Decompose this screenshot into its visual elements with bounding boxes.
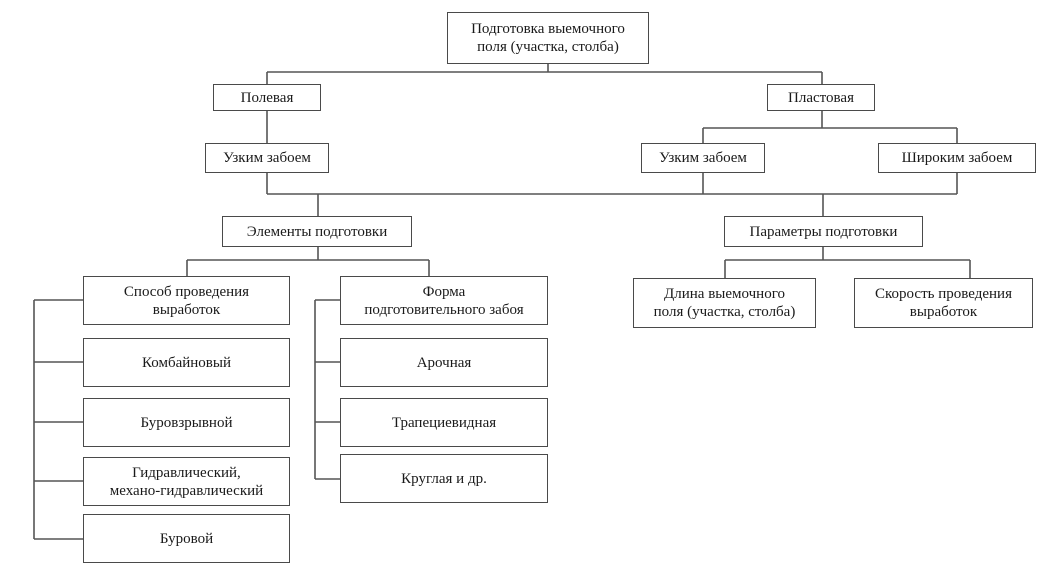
- node-seam-narrow: Узким забоем: [641, 143, 765, 173]
- node-method-drill-blast: Буровзрывной: [83, 398, 290, 447]
- node-length: Длина выемочного поля (участка, столба): [633, 278, 816, 328]
- node-seam: Пластовая: [767, 84, 875, 111]
- node-field-narrow: Узким забоем: [205, 143, 329, 173]
- node-parameters: Параметры подготовки: [724, 216, 923, 247]
- node-field: Полевая: [213, 84, 321, 111]
- node-method-drilling: Буровой: [83, 514, 290, 563]
- node-seam-wide: Широким забоем: [878, 143, 1036, 173]
- node-shape-trapezoid: Трапециевидная: [340, 398, 548, 447]
- node-method-hydraulic: Гидравлический, механо-гидравлический: [83, 457, 290, 506]
- node-method-combine: Комбайновый: [83, 338, 290, 387]
- node-shape-arch: Арочная: [340, 338, 548, 387]
- node-shape-round: Круглая и др.: [340, 454, 548, 503]
- node-method: Способ проведения выработок: [83, 276, 290, 325]
- node-elements: Элементы подготовки: [222, 216, 412, 247]
- node-speed: Скорость проведения выработок: [854, 278, 1033, 328]
- node-shape: Форма подготовительного забоя: [340, 276, 548, 325]
- node-root: Подготовка выемочного поля (участка, сто…: [447, 12, 649, 64]
